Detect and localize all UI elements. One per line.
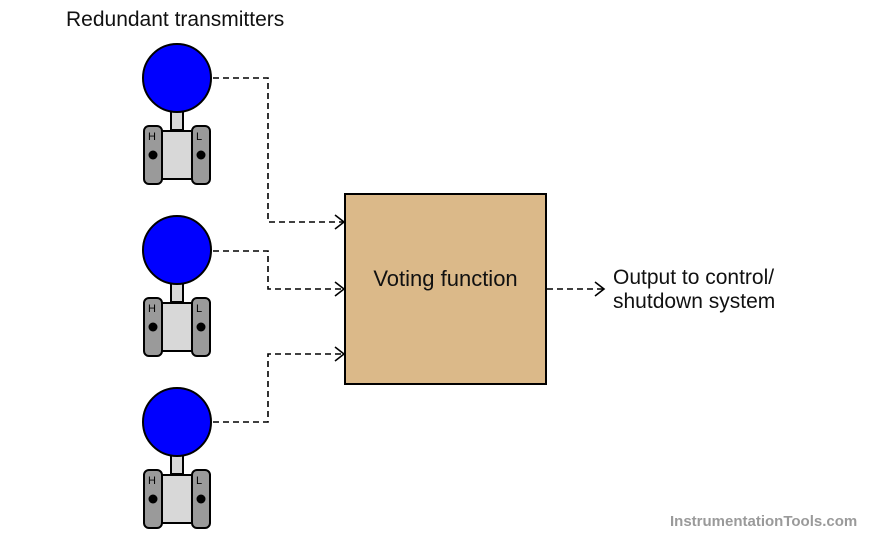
output-label: Output to control/ shutdown system (613, 266, 775, 314)
transmitter-1-low-label: L (196, 131, 202, 143)
transmitter-2-body (159, 302, 195, 352)
transmitter-2: H L (142, 215, 212, 357)
watermark: InstrumentationTools.com (670, 513, 858, 530)
diagram-title: Redundant transmitters (66, 8, 285, 31)
transmitter-2-port-low (196, 322, 206, 332)
output-label-line-1: Output to control/ (613, 266, 775, 289)
transmitter-1-high-label: H (148, 131, 156, 143)
transmitter-2-head (142, 215, 212, 285)
transmitter-3-high-label: H (148, 475, 156, 487)
signal-line-3 (213, 353, 343, 423)
transmitter-2-port-high (148, 322, 158, 332)
transmitter-1-body (159, 130, 195, 180)
transmitter-1-port-low (196, 150, 206, 160)
voting-function-label: Voting function (373, 266, 518, 291)
transmitter-3-port-low (196, 494, 206, 504)
transmitter-3-body (159, 474, 195, 524)
signal-lines (213, 77, 603, 423)
signal-line-2 (213, 250, 343, 290)
voting-function-box (344, 193, 547, 385)
transmitter-1-head (142, 43, 212, 113)
transmitter-2-low-label: L (196, 303, 202, 315)
output-label-line-2: shutdown system (613, 290, 776, 313)
transmitter-1-port-high (148, 150, 158, 160)
transmitter-1: H L (142, 43, 212, 185)
transmitter-3: H L (142, 387, 212, 529)
transmitter-3-port-high (148, 494, 158, 504)
signal-line-1 (213, 77, 343, 223)
arrowhead-output (594, 281, 606, 297)
transmitter-2-high-label: H (148, 303, 156, 315)
transmitter-3-low-label: L (196, 475, 202, 487)
transmitter-3-head (142, 387, 212, 457)
